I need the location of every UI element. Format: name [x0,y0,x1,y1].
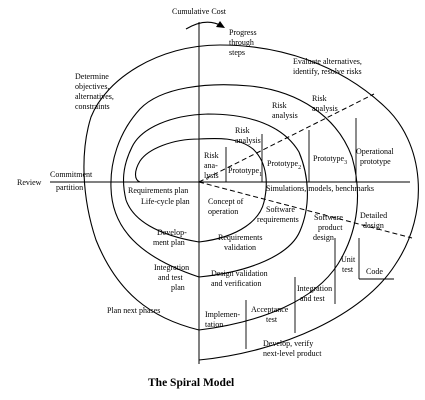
commitment-label: Commitment [50,170,93,179]
dashed-boundary-upper [198,93,375,183]
dashed-boundary-lower [198,181,413,239]
acceptance-test-label: Acceptance test [251,305,290,324]
spiral-loop-1 [134,137,267,243]
spiral-loop-4 [83,44,419,361]
software-product-design-label: Software product design [313,213,345,242]
progress-arrowhead [216,21,225,28]
integration-and-test-label: Integration and test [297,284,334,303]
requirements-plan-label: Requirements plan Life-cycle plan [128,186,190,206]
prototype-3-label: Prototype3 [313,154,347,166]
plan-next-phases-label: Plan next phases [107,306,160,315]
code-label: Code [366,267,383,276]
requirements-validation-label: Requirements validation [218,233,264,252]
review-label: Review [17,178,42,187]
risk-analysis-2-label: Risk analysis [235,126,261,145]
prototype-2-label: Prototype2 [267,159,301,171]
spiral-loop-2 [122,113,308,278]
unit-test-label: Unit test [341,255,357,274]
implementation-label: Implemen- tation [205,310,242,329]
progress-arrow-icon [185,21,223,30]
evaluate-alternatives-label: Evaluate alternatives, identify, resolve… [293,57,364,76]
software-requirements-label: Software requirements [257,205,299,224]
cumulative-cost-label: Cumulative Cost [172,7,227,16]
design-validation-label: Design validation and verification [211,269,270,288]
develop-verify-label: Develop, verify next-level product [263,339,322,358]
determine-objectives-label: Determine objectives, alternatives, cons… [75,72,116,111]
concept-of-operation-label: Concept of operation [208,197,245,216]
integration-test-plan-label: Integration and test plan [154,263,191,292]
operational-prototype-label: Operational prototype [356,147,396,166]
risk-analysis-4-label: Risk analysis [312,94,338,113]
partition-label: partition [56,183,83,192]
risk-analysis-1-label: Risk ana- lysis [204,151,221,180]
development-plan-label: Develop- ment plan [153,228,189,247]
detailed-design-label: Detailed design [360,211,389,230]
simulations-label: Simulations, models, benchmarks [266,184,374,193]
prototype-1-label: Prototype1 [228,166,262,178]
risk-analysis-3-label: Risk analysis [272,101,298,120]
progress-label: Progress through steps [229,28,259,57]
diagram-title: The Spiral Model [148,377,234,389]
